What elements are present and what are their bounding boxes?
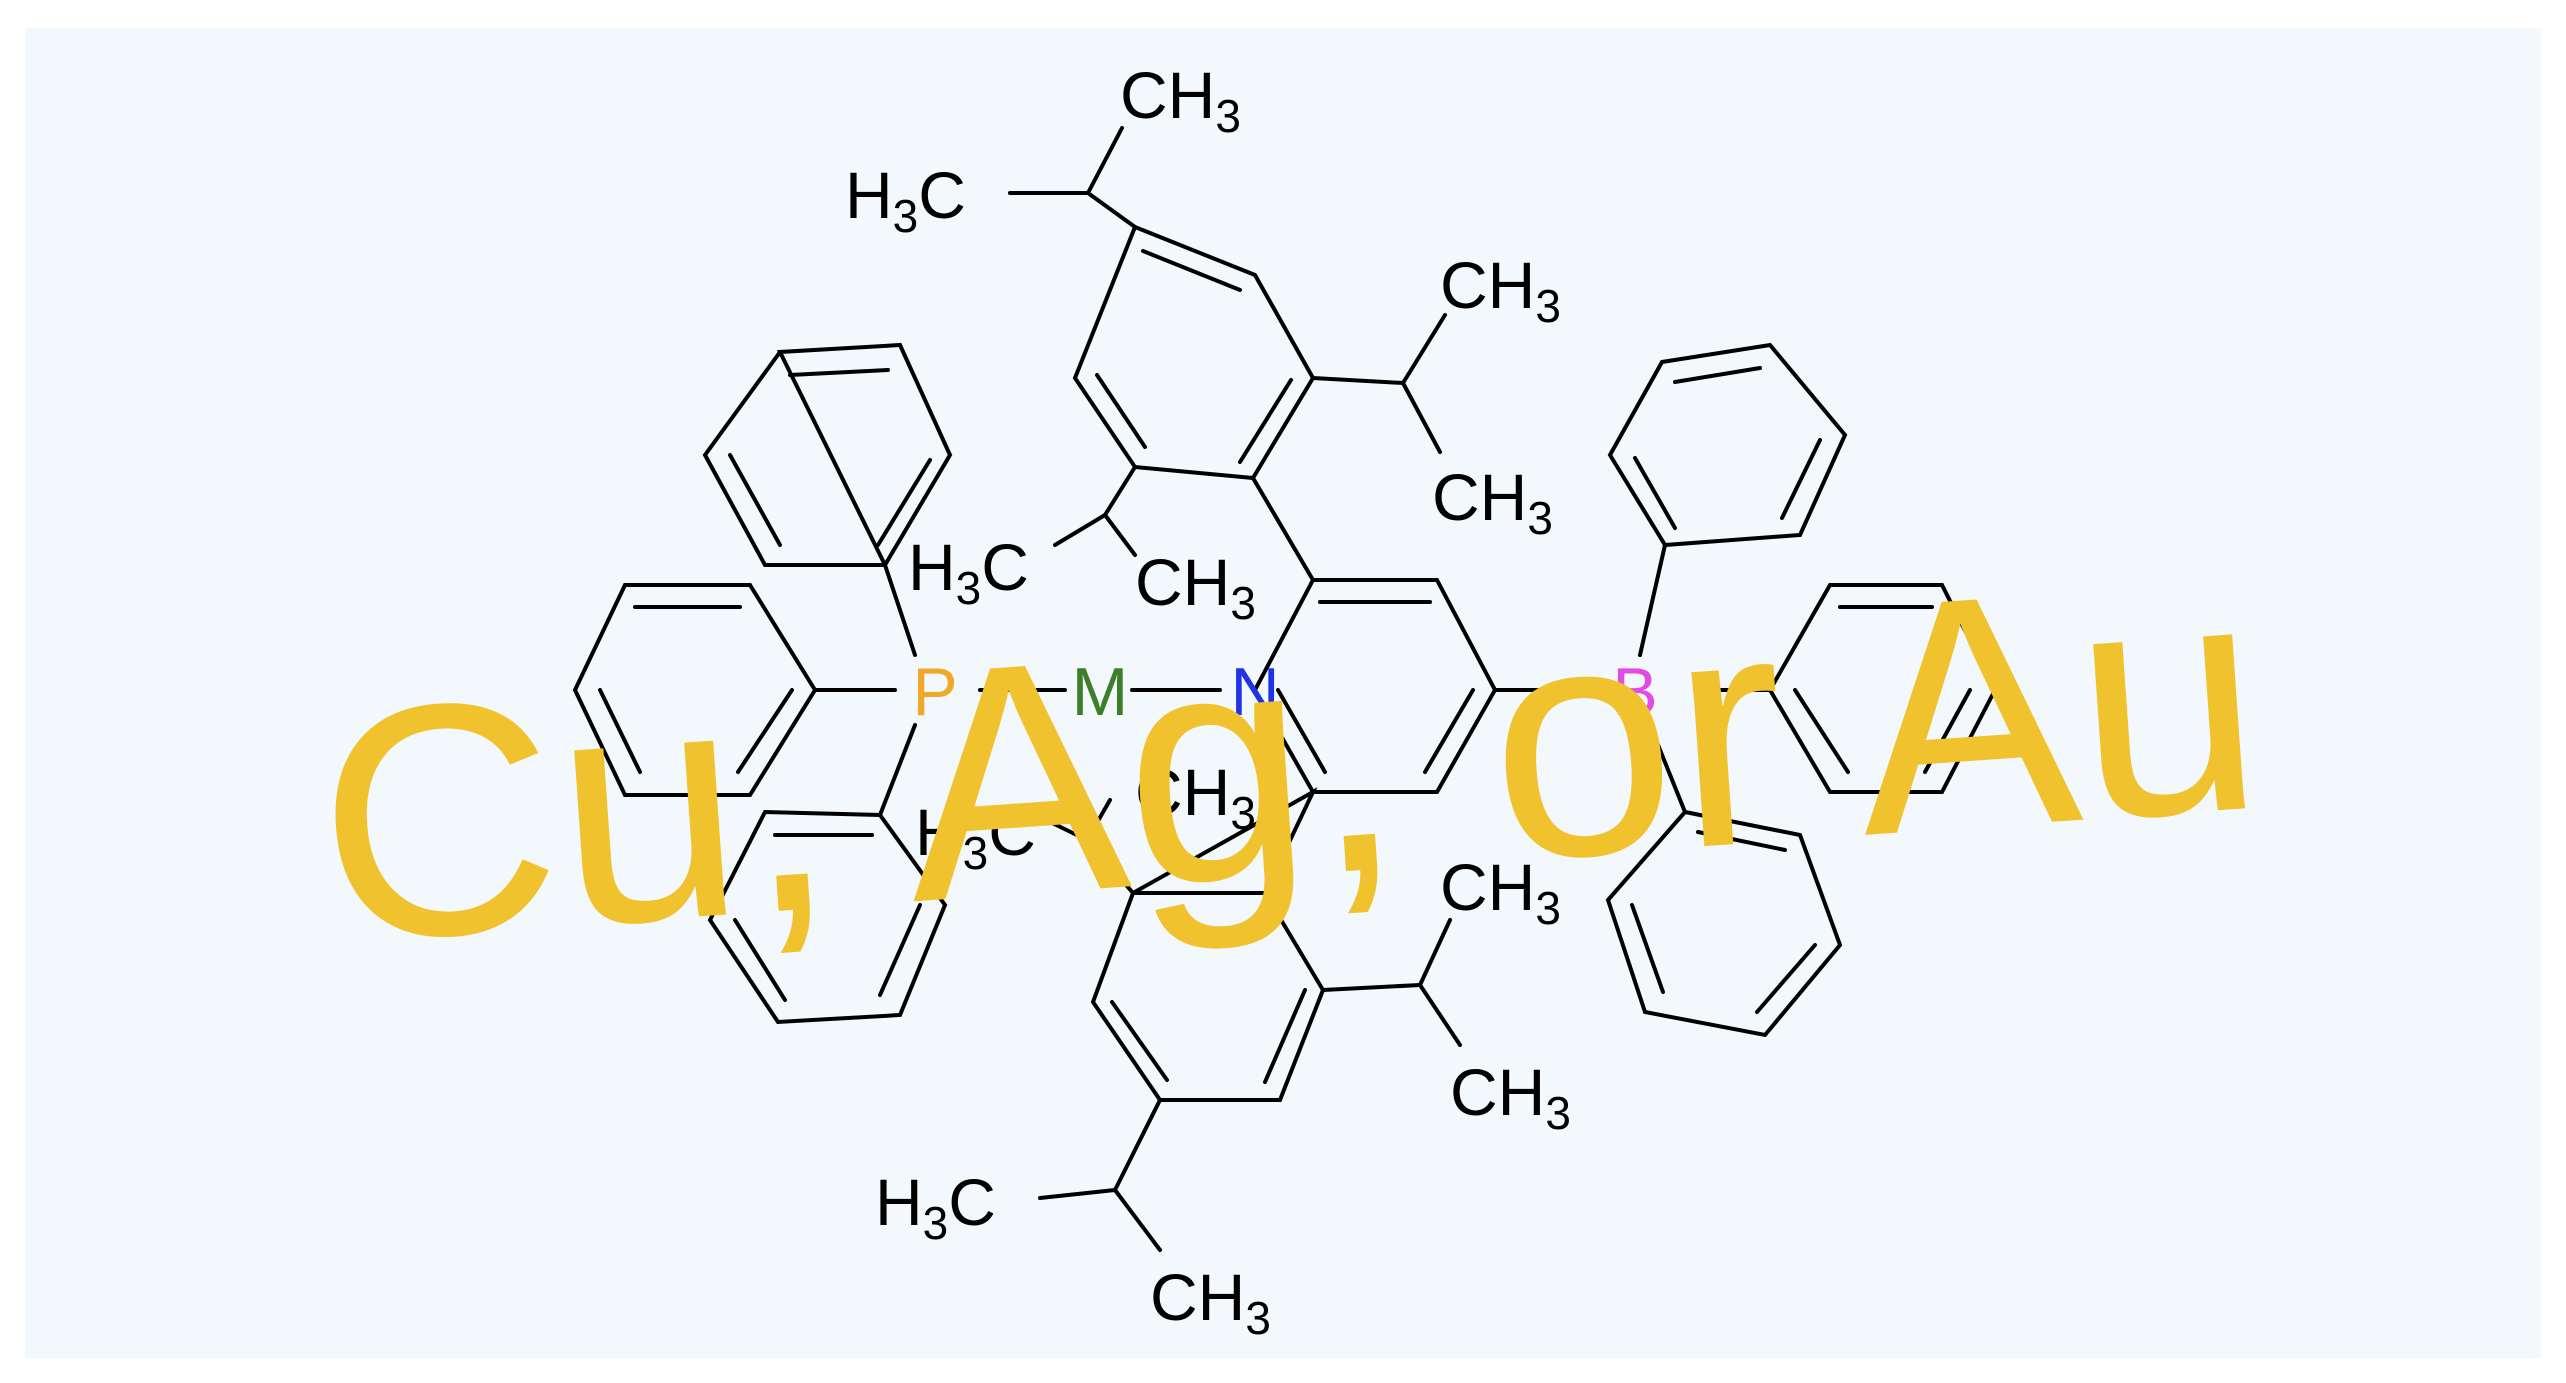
methyl-label: CH3: [1120, 58, 1241, 142]
bond-lines: [572, 126, 1998, 1252]
metal-atom: M: [1072, 654, 1129, 730]
nitrogen-atom: N: [1230, 654, 1279, 730]
methyl-label: H3C: [845, 158, 966, 242]
methyl-label: H3C: [875, 1165, 996, 1249]
methyl-label: CH3: [1440, 850, 1561, 934]
methyl-labels: CH3 H3C CH3 CH3 H3C CH3 H3C CH3 CH3 CH3 …: [845, 58, 1571, 1344]
methyl-label: CH3: [1135, 755, 1256, 839]
methyl-label: H3C: [908, 530, 1029, 614]
methyl-label: CH3: [1135, 545, 1256, 629]
methyl-label: H3C: [915, 795, 1036, 879]
methyl-label: CH3: [1440, 248, 1561, 332]
atom-labels: P M N B: [912, 654, 1657, 730]
boron-atom: B: [1612, 654, 1657, 730]
methyl-label: CH3: [1450, 1055, 1571, 1139]
diagram-panel: [25, 28, 2541, 1358]
methyl-label: CH3: [1432, 460, 1553, 544]
phosphorus-atom: P: [912, 654, 957, 730]
methyl-label: CH3: [1150, 1260, 1271, 1344]
